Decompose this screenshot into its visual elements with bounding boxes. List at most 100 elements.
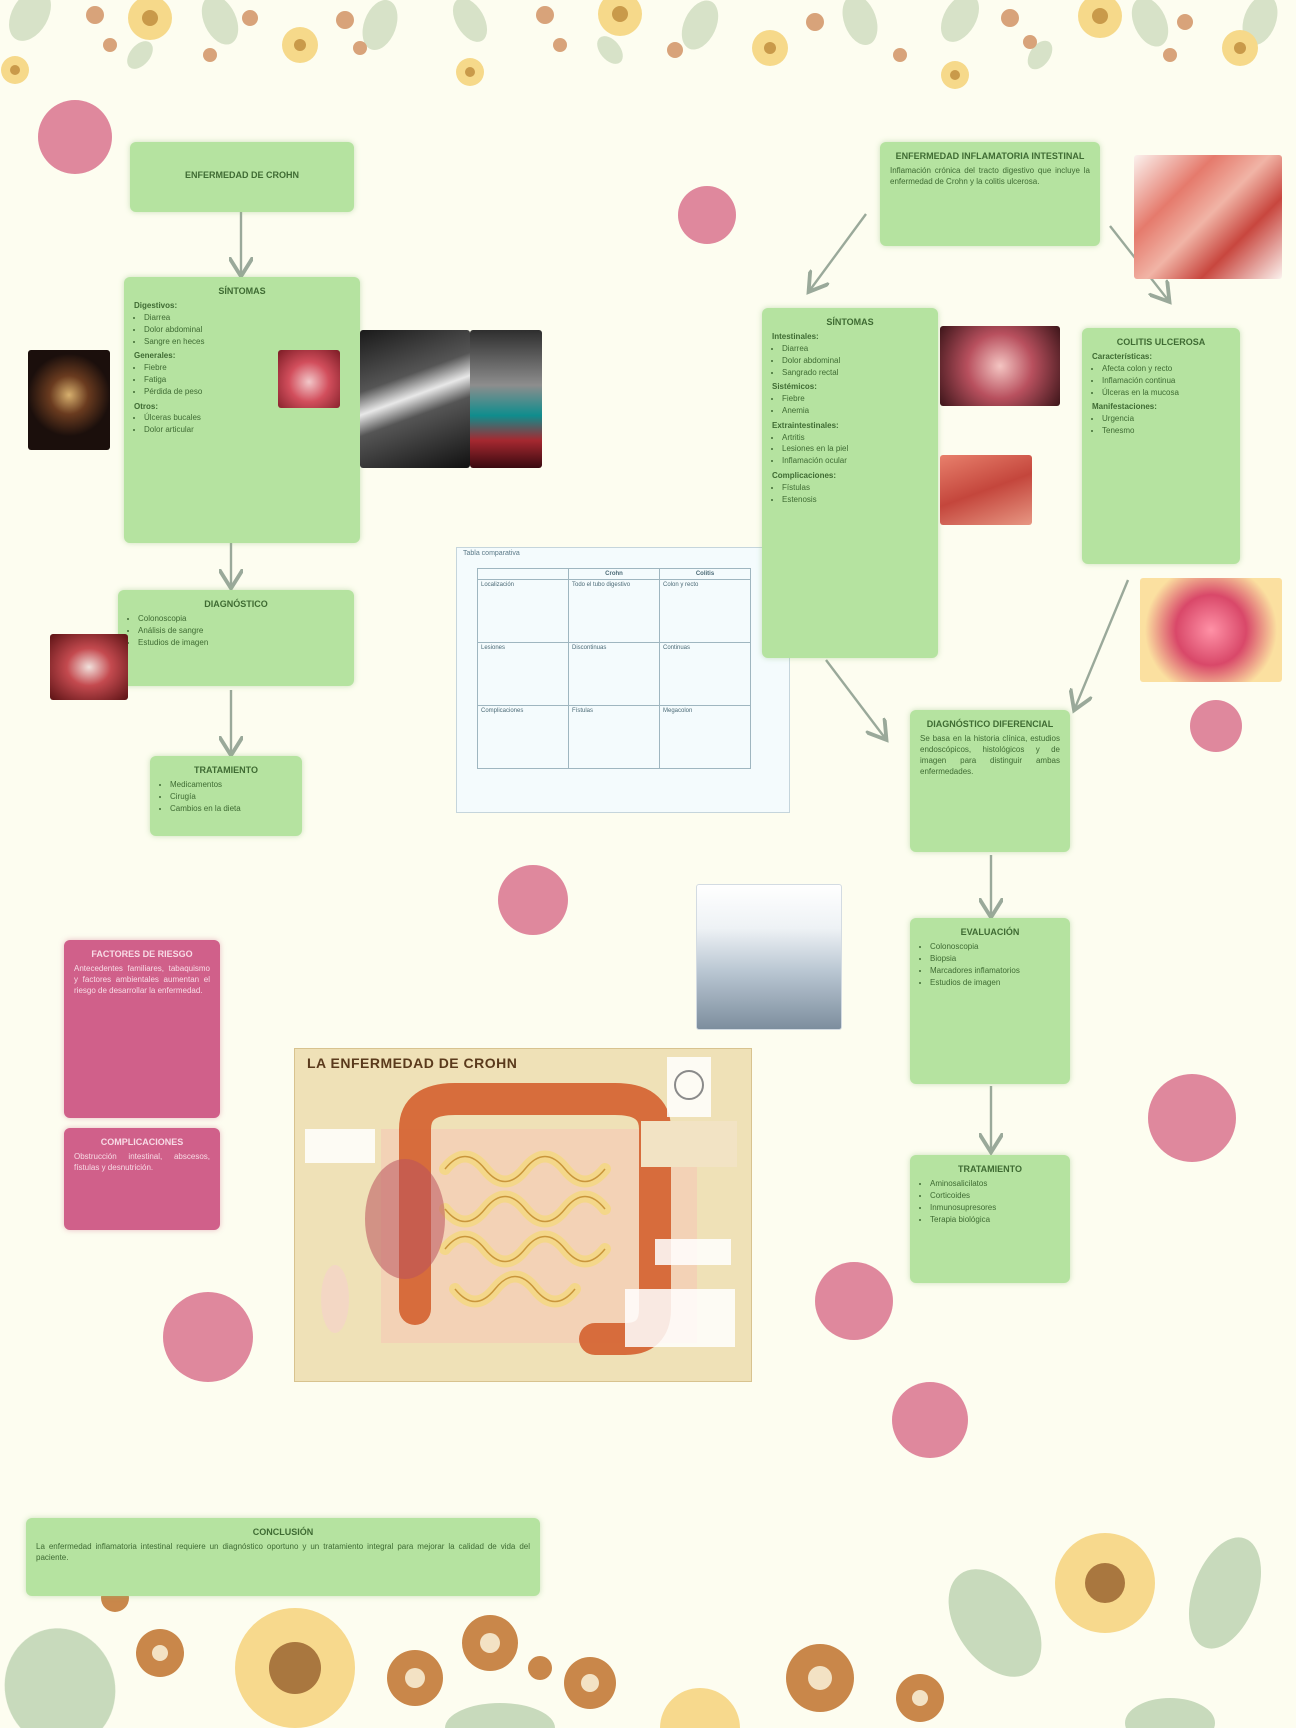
- list-item: Corticoides: [930, 1191, 1060, 1202]
- right-treatment-title: TRATAMIENTO: [958, 1164, 1022, 1174]
- list-item: Sangrado rectal: [782, 368, 928, 379]
- table-cell: Complicaciones: [477, 705, 569, 769]
- list-item: Afecta colon y recto: [1102, 364, 1230, 375]
- list-item: Inflamación continua: [1102, 376, 1230, 387]
- list-item: Fiebre: [782, 394, 928, 405]
- right-evaluation-node: EVALUACIÓN ColonoscopiaBiopsiaMarcadores…: [910, 918, 1070, 1084]
- list-item: Fatiga: [144, 375, 350, 386]
- mouth-ulcer-image: [278, 350, 340, 408]
- right-ulcerative-colitis-node: COLITIS ULCEROSA Características:Afecta …: [1082, 328, 1240, 564]
- section-label: Características:: [1092, 352, 1153, 362]
- list-item: Fístulas: [782, 483, 928, 494]
- rectum-illustration-image: [1140, 578, 1282, 682]
- left-diagnosis-list: ColonoscopiaAnálisis de sangreEstudios d…: [128, 614, 344, 648]
- list-item: Dolor abdominal: [144, 325, 350, 336]
- crohn-illustration: LA ENFERMEDAD DE CROHN: [294, 1048, 752, 1382]
- list-item: Úlceras en la mucosa: [1102, 388, 1230, 399]
- intestine-drawing: [305, 1057, 737, 1355]
- list-item: Inflamación ocular: [782, 456, 928, 467]
- list-item: Tenesmo: [1102, 426, 1230, 437]
- conclusion-node: CONCLUSIÓN La enfermedad inflamatoria in…: [26, 1518, 540, 1596]
- section-list: FiebreFatigaPérdida de peso: [134, 363, 350, 397]
- comparison-table-title: Tabla comparativa: [463, 550, 520, 557]
- section-list: Úlceras bucalesDolor articular: [134, 413, 350, 436]
- right-differential-node: DIAGNÓSTICO DIFERENCIAL Se basa en la hi…: [910, 710, 1070, 852]
- right-differential-text: Se basa en la historia clínica, estudios…: [920, 734, 1060, 776]
- section-list: FístulasEstenosis: [772, 483, 928, 506]
- list-item: Dolor articular: [144, 425, 350, 436]
- left-symptoms-sections: Digestivos:DiarreaDolor abdominalSangre …: [134, 301, 350, 436]
- decorative-pink-dot: [163, 1292, 253, 1382]
- section-list: ArtritisLesiones en la pielInflamación o…: [772, 433, 928, 467]
- conclusion-title: CONCLUSIÓN: [252, 1527, 314, 1537]
- decorative-pink-dot: [892, 1382, 968, 1458]
- table-cell: Todo el tubo digestivo: [568, 579, 660, 643]
- risk-factors-text: Antecedentes familiares, tabaquismo y fa…: [74, 964, 210, 995]
- table-cell: Continuas: [659, 642, 751, 706]
- list-item: Marcadores inflamatorios: [930, 966, 1060, 977]
- section-list: FiebreAnemia: [772, 394, 928, 417]
- right-symptoms-title: SÍNTOMAS: [826, 317, 874, 327]
- table-cell: Colon y recto: [659, 579, 751, 643]
- right-treatment-node: TRATAMIENTO AminosalicilatosCorticoidesI…: [910, 1155, 1070, 1283]
- decorative-pink-dot: [1148, 1074, 1236, 1162]
- list-item: Diarrea: [782, 344, 928, 355]
- section-label: Manifestaciones:: [1092, 402, 1157, 412]
- list-item: Fiebre: [144, 363, 350, 374]
- risk-factors-title: FACTORES DE RIESGO: [91, 949, 193, 959]
- decorative-pink-dot: [1190, 700, 1242, 752]
- table-header-cell: Crohn: [568, 568, 660, 580]
- complications-note: COMPLICACIONES Obstrucción intestinal, a…: [64, 1128, 220, 1230]
- table-header-cell: Colitis: [659, 568, 751, 580]
- right-symptoms-sections: Intestinales:DiarreaDolor abdominalSangr…: [772, 332, 928, 505]
- right-root-node: ENFERMEDAD INFLAMATORIA INTESTINAL Infla…: [880, 142, 1100, 246]
- list-item: Urgencia: [1102, 414, 1230, 425]
- left-treatment-title: TRATAMIENTO: [194, 765, 258, 775]
- section-label: Sistémicos:: [772, 382, 817, 392]
- table-cell: Discontinuas: [568, 642, 660, 706]
- section-label: Complicaciones:: [772, 470, 837, 480]
- list-item: Inmunosupresores: [930, 1203, 1060, 1214]
- list-item: Úlceras bucales: [144, 413, 350, 424]
- endoscopy-dark-image: [28, 350, 110, 450]
- colon-anatomy-image: [1134, 155, 1282, 279]
- decorative-pink-dot: [498, 865, 568, 935]
- crohn-illustration-title: LA ENFERMEDAD DE CROHN: [307, 1055, 518, 1071]
- complications-text: Obstrucción intestinal, abscesos, fístul…: [74, 1152, 210, 1172]
- left-symptoms-node: SÍNTOMAS Digestivos:DiarreaDolor abdomin…: [124, 277, 360, 543]
- list-item: Pérdida de peso: [144, 387, 350, 398]
- section-label: Generales:: [134, 351, 176, 361]
- list-item: Anemia: [782, 406, 928, 417]
- right-evaluation-list: ColonoscopiaBiopsiaMarcadores inflamator…: [920, 942, 1060, 988]
- conclusion-text: La enfermedad inflamatoria intestinal re…: [36, 1542, 530, 1562]
- list-item: Terapia biológica: [930, 1215, 1060, 1226]
- list-item: Lesiones en la piel: [782, 444, 928, 455]
- list-item: Medicamentos: [170, 780, 292, 791]
- mucosa-image: [940, 455, 1032, 525]
- decorative-pink-dot: [815, 1262, 893, 1340]
- endoscopy-procedure-image: [696, 884, 842, 1030]
- list-item: Dolor abdominal: [782, 356, 928, 367]
- right-evaluation-title: EVALUACIÓN: [960, 927, 1020, 937]
- right-ulcerative-colitis-sections: Características: Afecta colon y rectoInfl…: [1092, 352, 1230, 437]
- list-item: Cirugía: [170, 792, 292, 803]
- list-item: Colonoscopia: [138, 614, 344, 625]
- risk-factors-note: FACTORES DE RIESGO Antecedentes familiar…: [64, 940, 220, 1118]
- left-symptoms-title: SÍNTOMAS: [218, 286, 266, 296]
- left-root-node: ENFERMEDAD DE CROHN: [130, 142, 354, 212]
- list-item: Colonoscopia: [930, 942, 1060, 953]
- list-item: Artritis: [782, 433, 928, 444]
- list-item: Diarrea: [144, 313, 350, 324]
- list-item: Sangre en heces: [144, 337, 350, 348]
- xray-image: [360, 330, 470, 468]
- left-diagnosis-node: DIAGNÓSTICO ColonoscopiaAnálisis de sang…: [118, 590, 354, 686]
- left-treatment-list: MedicamentosCirugíaCambios en la dieta: [160, 780, 292, 814]
- right-root-title: ENFERMEDAD INFLAMATORIA INTESTINAL: [895, 151, 1085, 161]
- list-item: Análisis de sangre: [138, 626, 344, 637]
